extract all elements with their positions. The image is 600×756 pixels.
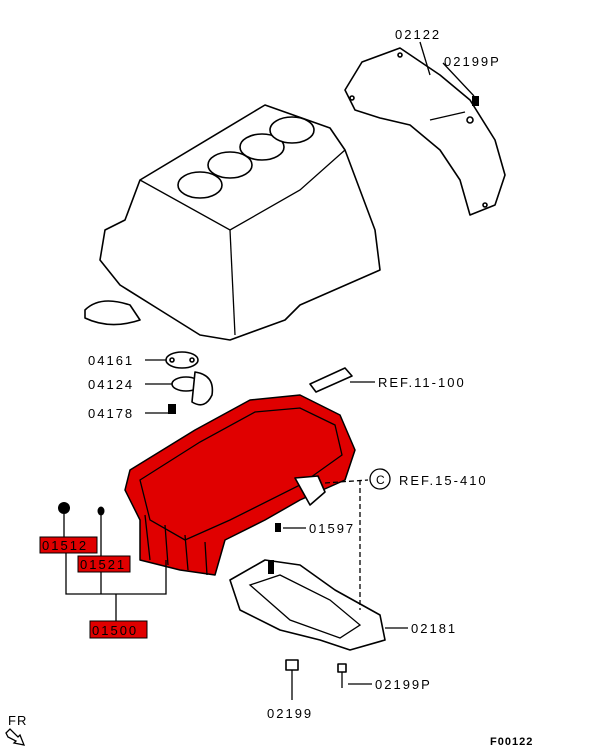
label-04178[interactable]: 04178 <box>88 406 134 421</box>
label-box-01512 <box>39 536 98 554</box>
label-ref-circle: C <box>376 473 385 487</box>
engine-block-part <box>84 104 381 341</box>
label-01500[interactable]: 01500 <box>92 623 138 638</box>
bolt-04178[interactable] <box>168 404 176 414</box>
bolt-02199[interactable] <box>285 659 299 690</box>
bolt-02199P-bottom[interactable] <box>337 663 347 688</box>
flywheel-cover-part[interactable] <box>344 47 506 216</box>
label-ref-15-410[interactable]: REF.15-410 <box>399 473 488 488</box>
label-04161[interactable]: 04161 <box>88 353 134 368</box>
label-02199P-top[interactable]: 02199P <box>444 54 501 69</box>
label-box-01500 <box>89 620 148 639</box>
part-04161[interactable] <box>165 351 199 369</box>
ref-11-100-part[interactable] <box>309 367 353 393</box>
label-02199[interactable]: 02199 <box>267 706 313 721</box>
diagram-code: F00122 <box>490 736 533 748</box>
bolt-02199P-top[interactable] <box>472 96 479 106</box>
lower-pan-02181[interactable] <box>229 559 386 651</box>
direction-label: FR <box>8 713 27 728</box>
label-box-01521 <box>77 555 131 573</box>
leader-lines <box>65 41 475 700</box>
label-01597[interactable]: 01597 <box>309 521 355 536</box>
plug-01512[interactable] <box>58 502 70 537</box>
label-02122[interactable]: 02122 <box>395 27 441 42</box>
label-02199P-bottom[interactable]: 02199P <box>375 677 432 692</box>
ref-circle-icon <box>369 468 391 490</box>
label-ref-11-100[interactable]: REF.11-100 <box>378 375 466 390</box>
label-02181[interactable]: 02181 <box>411 621 457 636</box>
oil-pan-01500[interactable] <box>124 394 356 576</box>
gasket-01521[interactable] <box>97 506 105 558</box>
front-arrow-icon <box>5 728 26 746</box>
part-04124[interactable] <box>171 371 214 406</box>
label-01521[interactable]: 01521 <box>80 557 126 572</box>
label-04124[interactable]: 04124 <box>88 377 134 392</box>
bolt-01597[interactable] <box>275 523 281 532</box>
label-01512[interactable]: 01512 <box>42 538 88 553</box>
